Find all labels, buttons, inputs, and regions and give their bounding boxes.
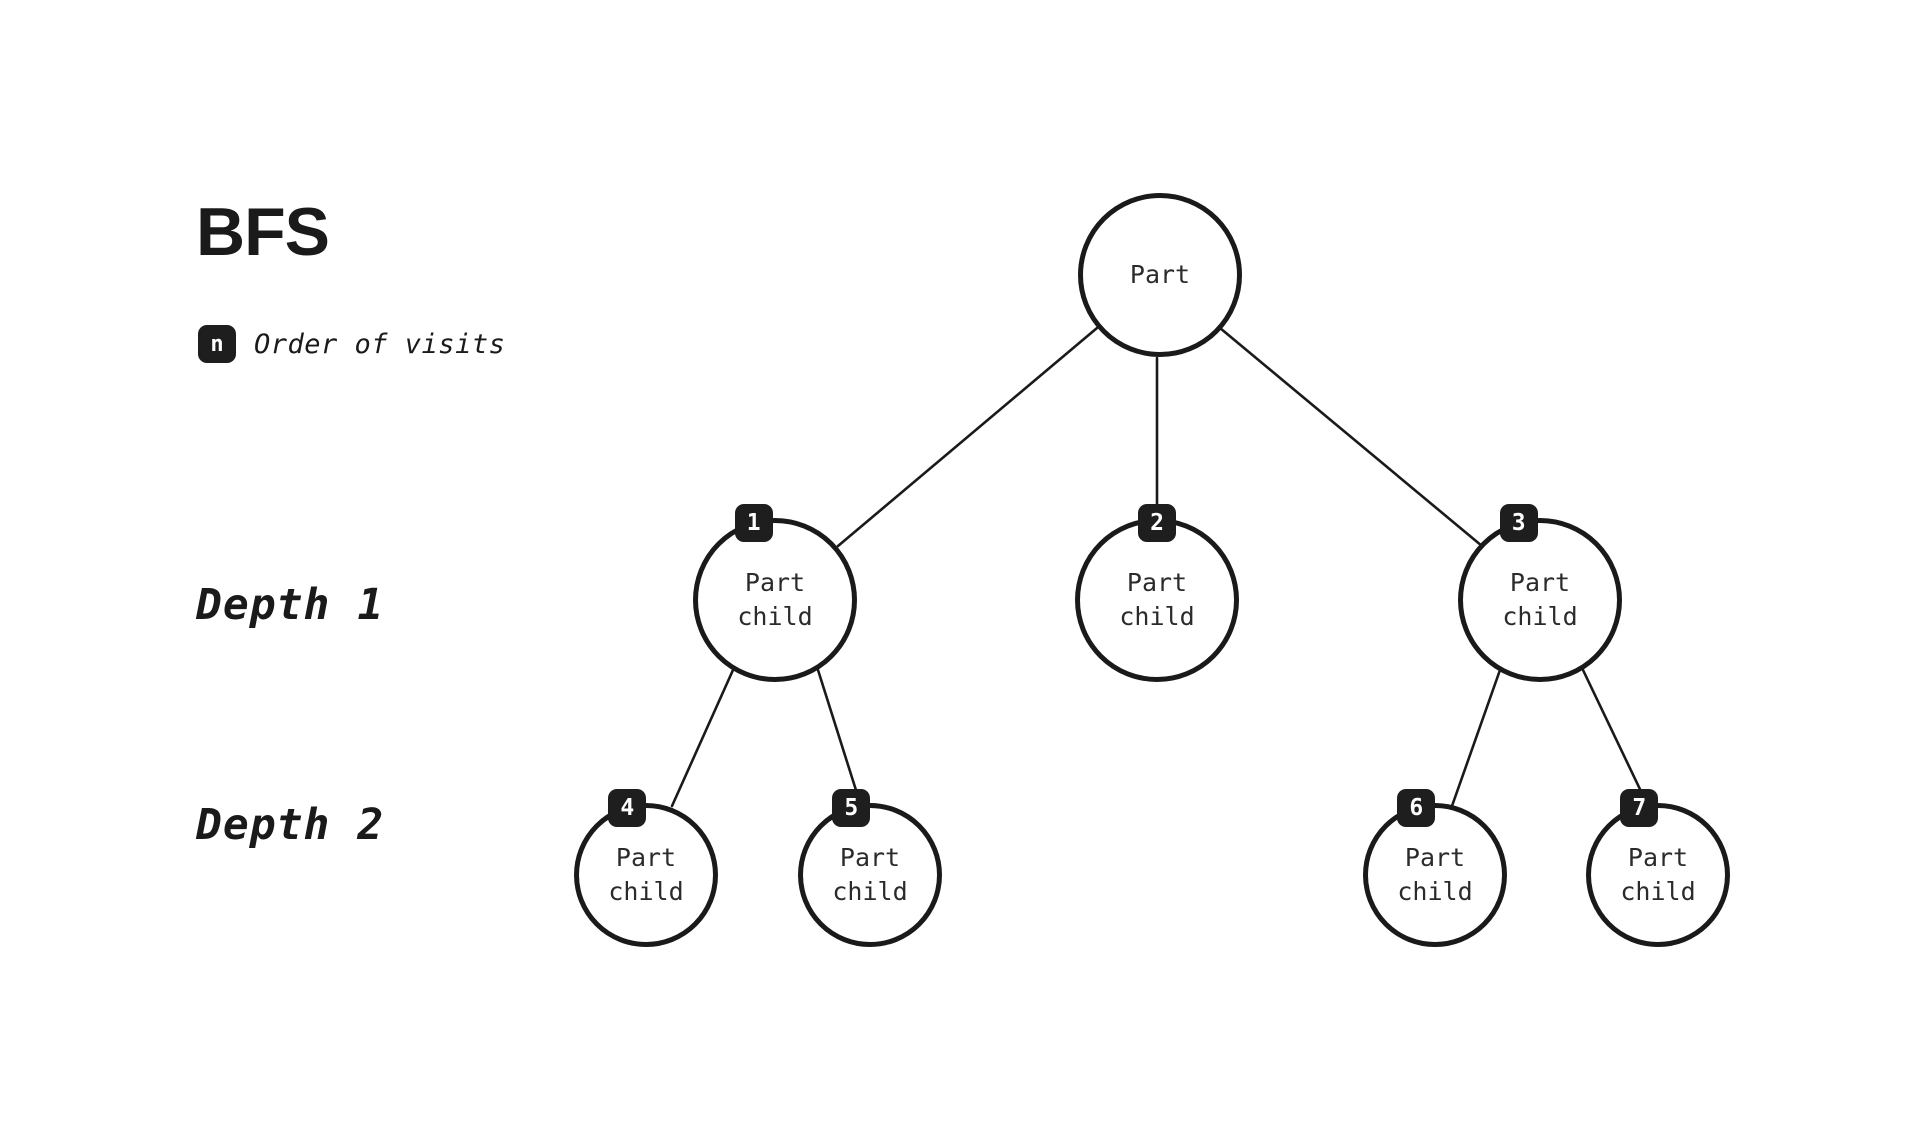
visit-order-badge-3: 3 <box>1499 504 1538 542</box>
legend-description: Order of visits <box>254 328 506 360</box>
tree-node-d2c[interactable]: Part child <box>1363 803 1507 947</box>
node-label-line: Part <box>1129 260 1191 290</box>
node-label-line: Part <box>839 843 901 873</box>
depth-label-2: Depth 2 <box>196 800 385 850</box>
depth-label-1: Depth 1 <box>196 580 385 630</box>
page-title: BFS <box>196 194 330 270</box>
tree-edge <box>670 668 735 808</box>
visit-order-badge-7: 7 <box>1620 789 1659 827</box>
node-label-line: child <box>608 877 684 906</box>
node-label-line: Part <box>1126 568 1188 598</box>
node-label-line: child <box>1119 602 1195 631</box>
node-label-line: child <box>1620 877 1696 906</box>
node-label-line: Part <box>1627 843 1689 873</box>
visit-order-badge-4: 4 <box>608 789 647 827</box>
tree-node-d1b[interactable]: Part child <box>1075 518 1239 682</box>
visit-order-badge-1: 1 <box>734 504 773 542</box>
node-label-line: Part <box>744 568 806 598</box>
node-label-line: child <box>737 602 813 631</box>
visit-order-badge-5: 5 <box>832 789 871 827</box>
visit-order-badge-2: 2 <box>1138 504 1176 542</box>
tree-node-d2a[interactable]: Part child <box>574 803 718 947</box>
tree-edge <box>816 668 863 808</box>
node-label-line: Part <box>615 843 677 873</box>
tree-node-d1a[interactable]: Part child <box>693 518 857 682</box>
tree-edge <box>1581 668 1650 808</box>
tree-node-d2d[interactable]: Part child <box>1586 803 1730 947</box>
legend: n Order of visits <box>198 325 505 363</box>
tree-edge <box>1218 326 1484 548</box>
tree-node-d2b[interactable]: Part child <box>798 803 942 947</box>
title-block: BFS <box>196 194 330 270</box>
node-label-line: Part <box>1509 568 1571 598</box>
node-label-line: child <box>1502 602 1578 631</box>
node-label-line: child <box>1397 877 1473 906</box>
tree-node-root[interactable]: Part <box>1078 193 1242 357</box>
node-label-line: Part <box>1404 843 1466 873</box>
tree-node-d1c[interactable]: Part child <box>1458 518 1622 682</box>
tree-edge <box>1450 668 1502 808</box>
tree-edge <box>836 326 1099 548</box>
legend-badge-icon: n <box>198 325 236 363</box>
node-label-line: child <box>832 877 908 906</box>
visit-order-badge-6: 6 <box>1397 789 1436 827</box>
